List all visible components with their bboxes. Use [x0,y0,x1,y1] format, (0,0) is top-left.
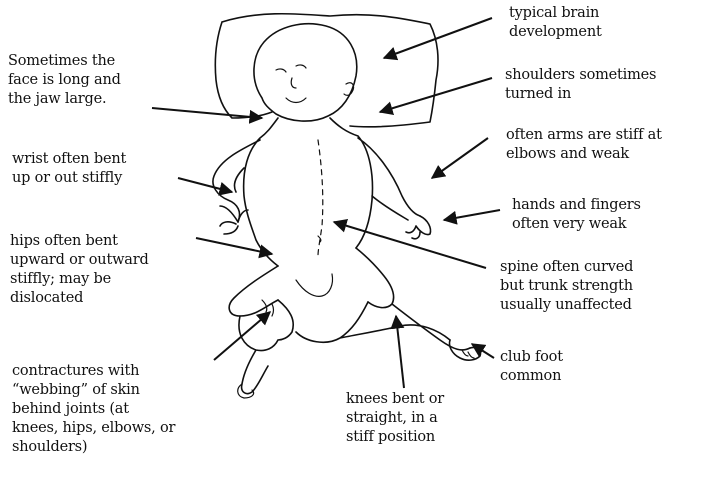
label-hands: hands and fingers often very weak [512,196,641,234]
label-spine: spine often curved but trunk strength us… [500,258,633,315]
label-arms: often arms are stiff at elbows and weak [506,126,662,164]
label-shoulders: shoulders sometimes turned in [505,66,656,104]
pillow [215,14,438,127]
nose [291,78,296,88]
arrow-arms [432,138,488,178]
arrow-hips [196,238,272,254]
eyes [276,65,306,72]
left-hand [220,206,248,234]
arrow-face [152,108,262,118]
mouth [286,98,306,103]
label-wrist: wrist often bent up or out stiffly [12,150,126,188]
arrow-wrist [178,178,232,192]
arrow-clubfoot [472,344,494,358]
label-clubfoot: club foot common [500,348,563,386]
label-knees: knees bent or straight, in a stiff posit… [346,390,444,447]
left-arm [213,140,260,222]
groin [296,274,333,296]
arrow-spine [334,222,486,268]
toes [462,350,474,358]
torso [244,118,373,266]
right-hand [406,216,431,239]
left-foot [238,384,254,398]
label-contractures: contractures with “webbing” of skin behi… [12,362,175,457]
arrow-contractures [214,312,270,360]
arrow-hands [444,210,500,220]
label-face: Sometimes the face is long and the jaw l… [8,52,121,109]
right-leg [296,302,470,350]
label-brain: typical brain development [509,4,602,42]
right-arm [358,138,420,220]
head [254,24,357,121]
pelvis [229,248,393,316]
label-hips: hips often bent upward or outward stiffl… [10,232,149,308]
